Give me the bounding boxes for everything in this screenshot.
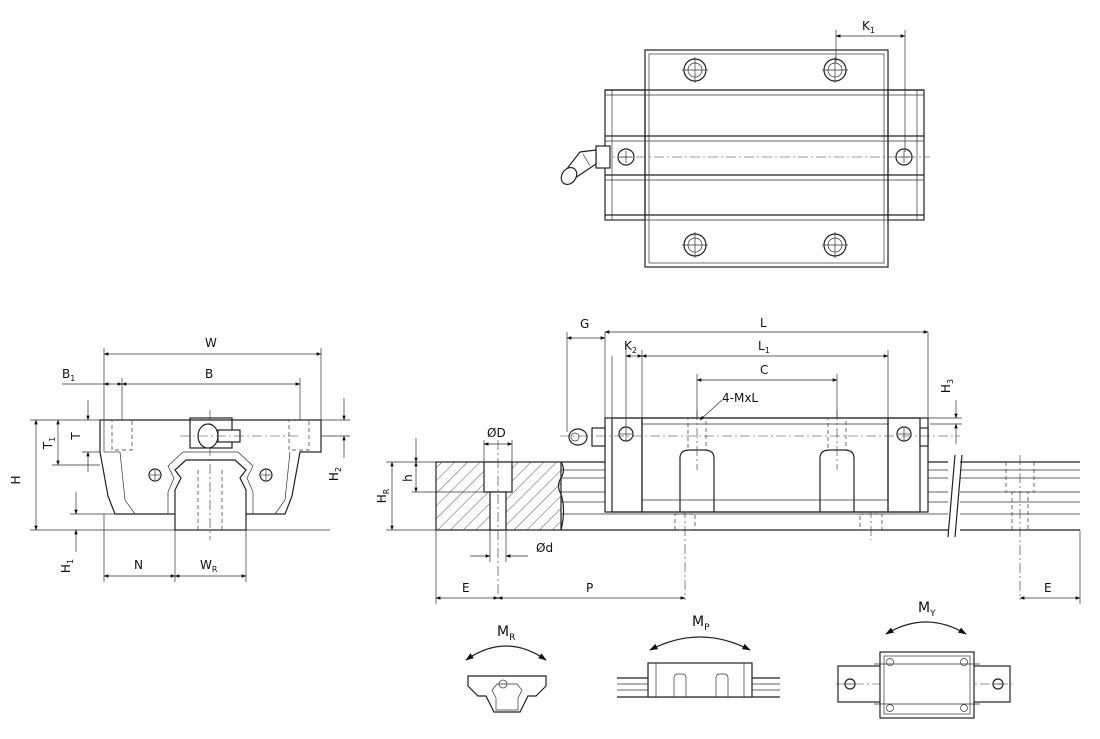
dim-K2: K2 [624,339,637,355]
roll-moment-icon: MR [465,624,547,713]
dim-N: N [134,558,143,572]
side-view: G L K2 L1 C 4-MxL H3 [375,316,1081,604]
dim-K1: K1 [862,19,875,35]
dim-L1: L1 [758,339,770,355]
dim-h: h [401,474,415,482]
dim-H3: H3 [939,379,955,393]
label-MR: MR [497,624,515,643]
dim-H: H [9,475,23,484]
dim-B: B [205,367,213,381]
dim-H2: H2 [327,467,343,481]
dim-T: T [69,432,83,441]
pitch-moment-icon: MP [617,614,780,698]
side-view-grease-nipple [568,427,929,447]
yaw-moment-icon: MY [836,600,1012,719]
dim-WR: WR [200,558,218,574]
dim-G: G [580,317,589,331]
dim-E-right: E [1044,581,1052,595]
dim-H1: H1 [59,559,75,573]
dim-E-left: E [462,581,470,595]
end-view: W B B1 H T1 T H2 [9,336,350,582]
dim-4-MxL: 4-MxL [722,391,758,405]
dim-W: W [205,336,217,350]
dim-HR: HR [375,488,391,503]
dim-T1: T1 [41,437,57,450]
end-view-grease-nipple [180,417,300,449]
top-view-mounting-holes [617,57,913,258]
dim-OD: ØD [487,426,506,440]
top-view: K1 [560,19,930,268]
grease-nipple-icon [560,145,611,185]
dim-C: C [760,363,768,377]
label-MP: MP [692,614,710,633]
dim-B1: B1 [62,367,75,383]
dim-Od: Ød [536,541,553,555]
dim-P: P [586,581,593,595]
dim-L: L [760,316,767,330]
label-MY: MY [918,600,936,619]
